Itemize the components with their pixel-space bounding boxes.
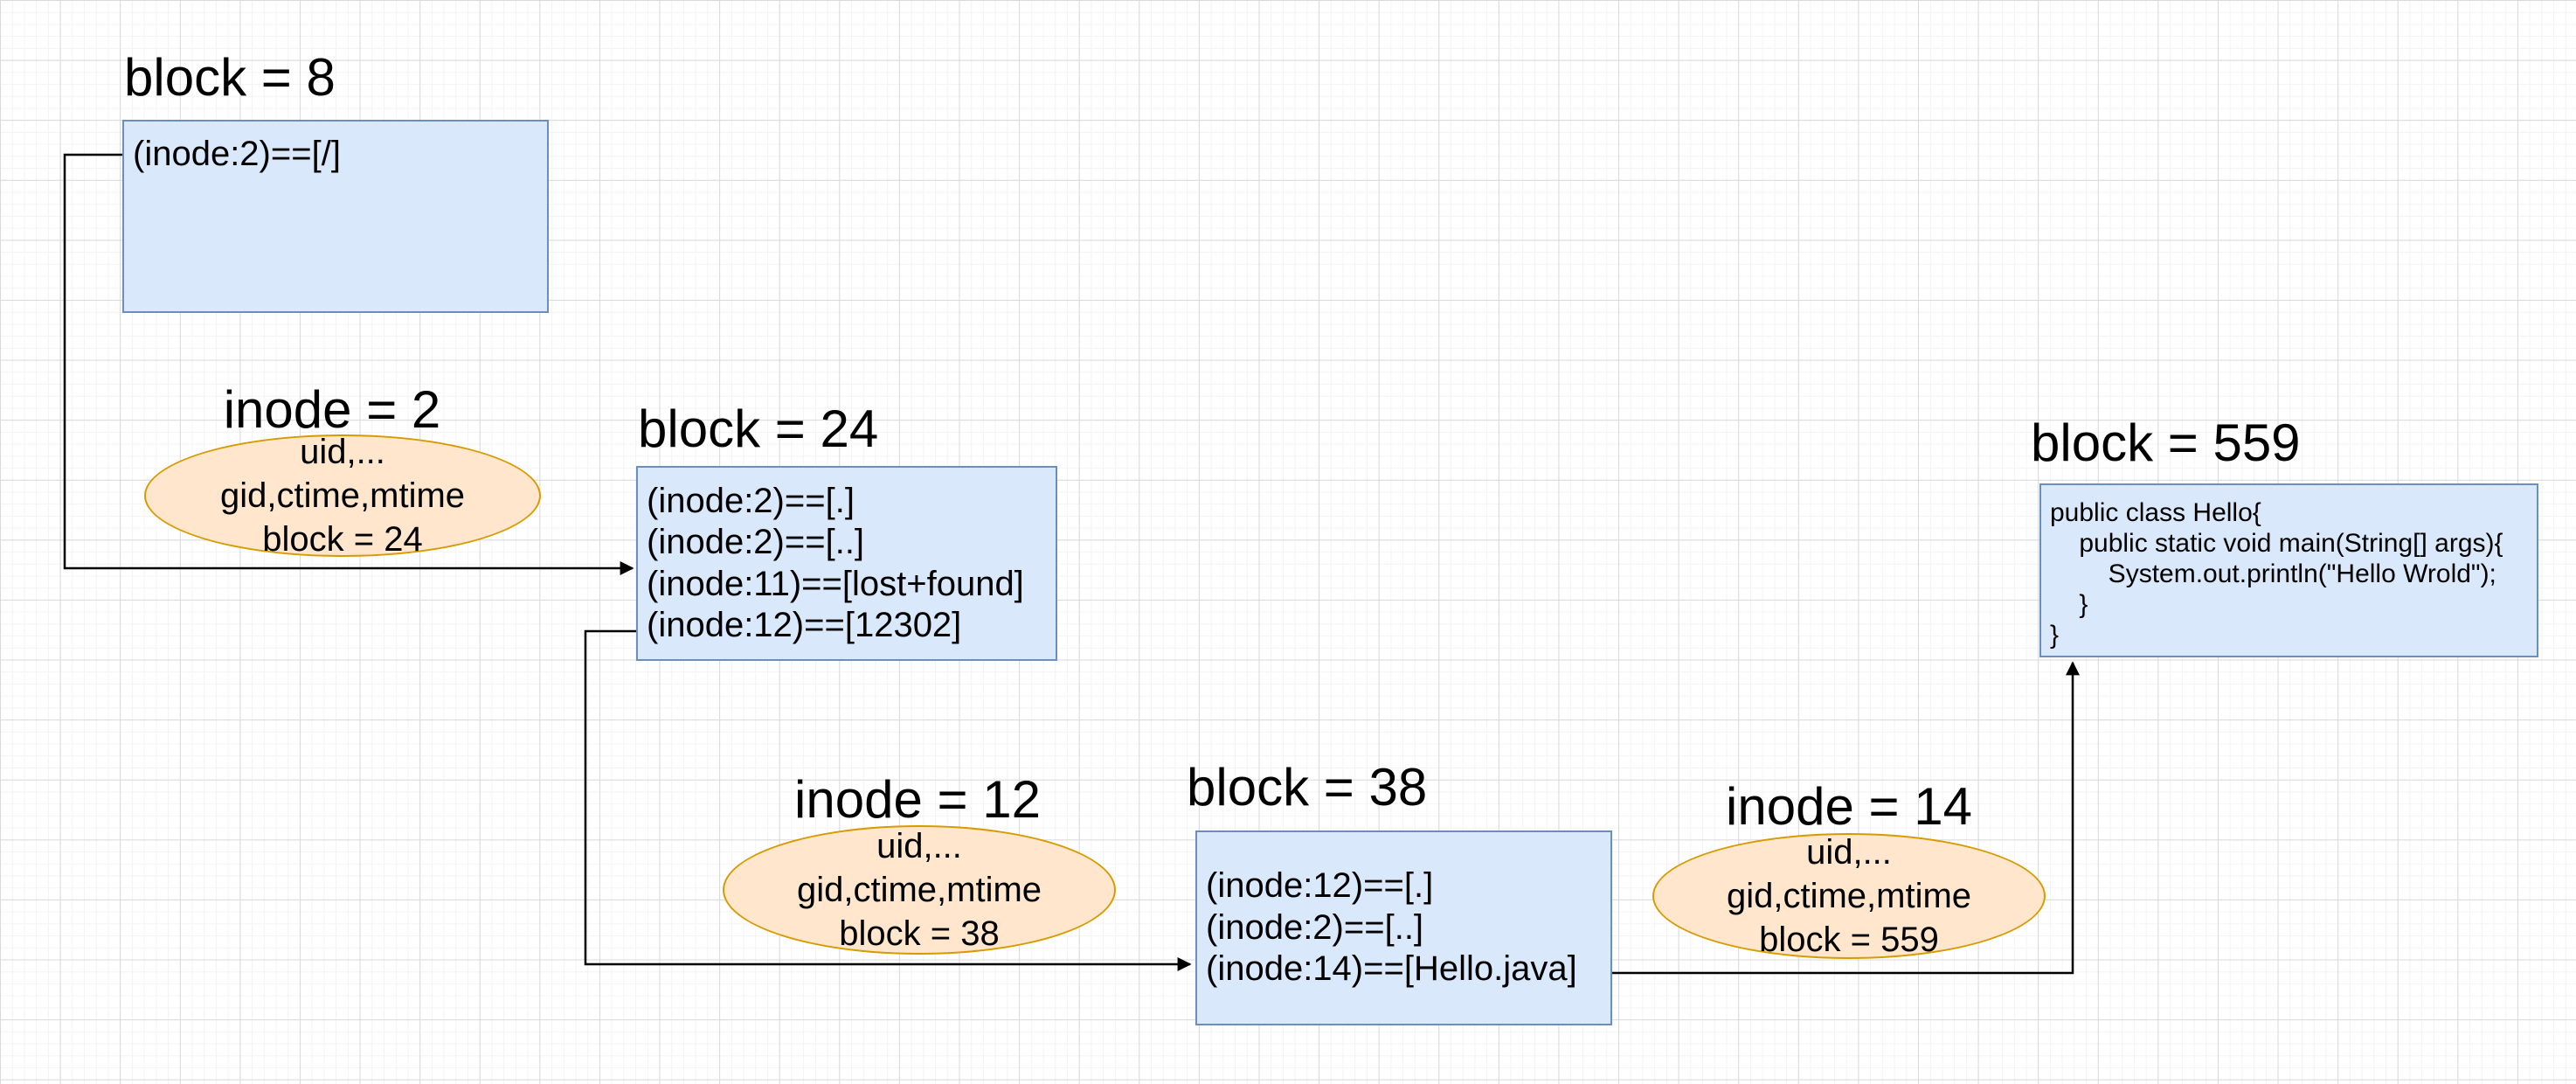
block-8-line: (inode:2)==[/] [133, 135, 341, 173]
block-559-code-line: public static void main(String[] args){ [2050, 529, 2503, 558]
block-24-title: block = 24 [638, 400, 879, 458]
block-559-title: block = 559 [2031, 413, 2301, 472]
block-8-title: block = 8 [124, 48, 336, 107]
inode-14-line: uid,... [1806, 833, 1892, 872]
inode-2-ellipse: uid,... gid,ctime,mtime block = 24 [144, 433, 541, 559]
inode-12-line: block = 38 [839, 914, 1000, 953]
block-38-box: (inode:12)==[.] (inode:2)==[..] (inode:1… [1195, 830, 1612, 1025]
inode-12-title: inode = 12 [794, 770, 1041, 829]
block-38-line: (inode:12)==[.] [1206, 866, 1434, 906]
inode-14-ellipse: uid,... gid,ctime,mtime block = 559 [1652, 833, 2046, 959]
inode-2-title: inode = 2 [223, 380, 441, 439]
inode-2-line: block = 24 [262, 520, 423, 559]
inode-2-line: gid,ctime,mtime [219, 476, 466, 515]
inode-2-line: uid,... [300, 433, 385, 471]
block-38-line: (inode:14)==[Hello.java] [1206, 949, 1577, 989]
block-38-title: block = 38 [1187, 758, 1428, 816]
block-24-line: (inode:12)==[12302] [647, 606, 962, 644]
block-24-box: (inode:2)==[.] (inode:2)==[..] (inode:11… [636, 466, 1057, 661]
block-559-box: public class Hello{ public static void m… [2039, 483, 2538, 657]
inode-12-line: gid,ctime,mtime [796, 871, 1042, 909]
inode-12-line: uid,... [876, 827, 962, 865]
block-559-code-line: System.out.println("Hello Wrold"); [2050, 559, 2496, 588]
block-8-box: (inode:2)==[/] [122, 120, 549, 313]
inode-12-ellipse: uid,... gid,ctime,mtime block = 38 [723, 825, 1116, 955]
inode-14-title: inode = 14 [1726, 777, 1972, 836]
inode-14-line: block = 559 [1759, 921, 1939, 959]
block-559-code-line: } [2050, 590, 2088, 619]
block-559-code-line: } [2050, 621, 2060, 650]
block-24-line: (inode:2)==[..] [647, 523, 865, 561]
block-559-code-line: public class Hello{ [2050, 498, 2261, 527]
block-24-line: (inode:2)==[.] [647, 481, 855, 520]
inode-14-line: gid,ctime,mtime [1726, 877, 1972, 915]
block-38-line: (inode:2)==[..] [1206, 907, 1424, 947]
block-24-line: (inode:11)==[lost+found] [647, 564, 1024, 603]
